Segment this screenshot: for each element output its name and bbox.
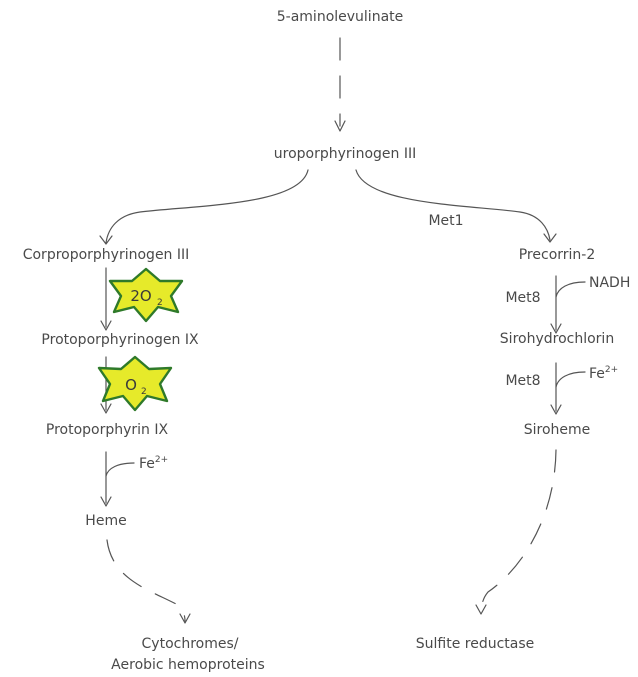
arrowhead-to-heme <box>100 496 112 507</box>
node-protoporphyrin-ix: Protoporphyrin IX <box>46 422 169 438</box>
cofactor-fe-right-base: Fe <box>589 366 605 382</box>
arrow-shaft-uroporphyrinogen-to-precorrin <box>355 169 551 241</box>
arrowhead-to-coproporphyrinogen <box>99 235 113 245</box>
oxygen-star-2o2-icon: 2O 2 <box>108 267 184 323</box>
oxygen-star-2o2-subscript: 2 <box>157 298 163 308</box>
nadh-input-curve <box>555 281 586 298</box>
node-uroporphyrinogen-iii: uroporphyrinogen III <box>274 146 416 162</box>
node-sirohydrochlorin: Sirohydrochlorin <box>500 331 614 347</box>
cofactor-fe-left-base: Fe <box>139 456 155 472</box>
arrowhead-to-uroporphyrinogen <box>334 120 346 132</box>
node-heme: Heme <box>85 513 126 529</box>
fe-right-input-curve <box>555 371 586 388</box>
arrowhead-to-cytochromes <box>179 613 191 624</box>
cofactor-fe-left: Fe2+ <box>139 455 168 472</box>
cofactor-fe-left-superscript: 2+ <box>155 455 168 465</box>
arrowhead-to-sirohydrochlorin <box>550 323 562 334</box>
enzyme-met8-label-1: Met8 <box>505 290 540 306</box>
oxygen-star-o2-label: O <box>125 376 137 394</box>
enzyme-met1-label: Met1 <box>428 213 463 229</box>
node-coproporphyrinogen-iii: Corproporphyrinogen III <box>23 247 190 263</box>
node-protoporphyrinogen-ix: Protoporphyrinogen IX <box>41 332 199 348</box>
arrow-shaft-heme-to-cytochromes <box>106 539 186 622</box>
node-cytochromes-line1: Cytochromes/ <box>142 636 239 652</box>
node-precorrin-2: Precorrin-2 <box>519 247 596 263</box>
arrowhead-to-siroheme <box>550 404 562 415</box>
oxygen-star-o2-icon: O 2 <box>97 355 173 412</box>
fe-left-input-curve <box>105 462 135 477</box>
cofactor-fe-right: Fe2+ <box>589 365 618 382</box>
arrow-shaft-siroheme-to-sulfite-reductase <box>480 449 557 613</box>
cofactor-fe-right-superscript: 2+ <box>605 365 618 375</box>
node-siroheme: Siroheme <box>524 422 591 438</box>
oxygen-star-o2-subscript: 2 <box>141 387 147 397</box>
arrowhead-to-protoporphyrinogen <box>100 320 112 331</box>
cofactor-nadh: NADH <box>589 275 630 291</box>
node-5-aminolevulinate: 5-aminolevulinate <box>277 9 404 25</box>
arrowhead-to-precorrin <box>543 233 557 243</box>
oxygen-star-2o2-label: 2O <box>130 287 151 305</box>
arrowhead-to-sulfite-reductase <box>475 604 487 615</box>
enzyme-met8-label-2: Met8 <box>505 373 540 389</box>
node-sulfite-reductase: Sulfite reductase <box>416 636 535 652</box>
arrowhead-to-protoporphyrin <box>100 403 112 414</box>
node-cytochromes-line2: Aerobic hemoproteins <box>111 657 265 673</box>
arrow-shaft-uroporphyrinogen-to-coproporphyrinogen <box>105 169 309 244</box>
